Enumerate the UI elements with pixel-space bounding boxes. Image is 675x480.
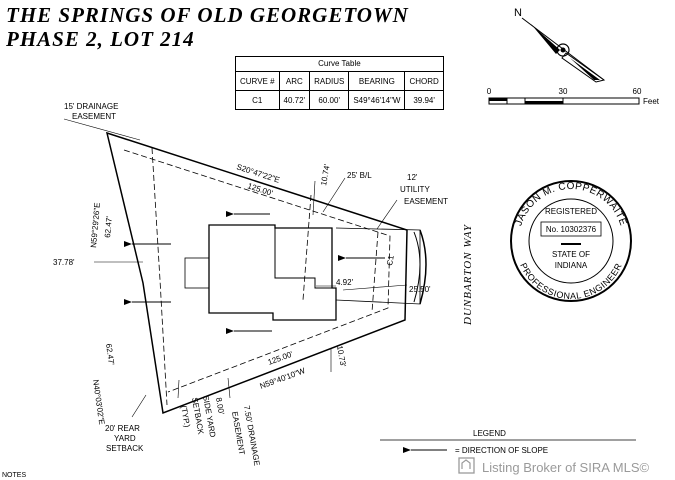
legend-title: LEGEND [473, 429, 506, 438]
plat-title-line2: PHASE 2, LOT 214 [6, 27, 195, 51]
building-line [302, 194, 312, 301]
engineer-seal: JASON M. COPPERWAITE PROFESSIONAL ENGINE… [510, 180, 632, 302]
curve-table-cell: 39.94' [404, 90, 444, 110]
drainage-easement-label: EASEMENT [72, 112, 116, 121]
north-arrow-icon: N [514, 7, 606, 83]
curve-table-cell: 60.00' [309, 90, 350, 110]
bearing-bottom-label: N59°40'10"W [259, 366, 307, 391]
bearing-left-bottom-label: N40°03'02"E [91, 379, 106, 425]
lot-boundary [105, 131, 408, 415]
bearing-left-top-label: N59°29'26"E [89, 202, 102, 248]
rear-setback-label: SETBACK [106, 444, 144, 453]
seal-number: No. 10302376 [546, 225, 597, 234]
curve-table-cell: C1 [235, 90, 280, 110]
curve-table-row: C1 40.72' 60.00' S49°46'14"W 39.94' [235, 90, 444, 110]
leader-line [322, 177, 346, 213]
curve-table-caption: Curve Table [235, 56, 444, 71]
leader-line [227, 377, 231, 399]
setback-top-label: 10.74' [319, 163, 332, 186]
leader-line [177, 379, 180, 399]
utility-easement-label: 12' [407, 173, 418, 182]
dimension-label: 4.92' [336, 278, 354, 287]
scale-bar: 0 30 60 Feet [487, 87, 660, 106]
setback-bottom-label: 10.73' [335, 345, 348, 368]
utility-easement-label: EASEMENT [404, 197, 448, 206]
dimension-line [312, 180, 316, 216]
curve-table: Curve Table CURVE # ARC RADIUS BEARING C… [235, 56, 444, 110]
seal-state-name: INDIANA [555, 261, 588, 270]
rear-drainage-easement-line [151, 147, 168, 406]
svg-text:JASON M. COPPERWAITE: JASON M. COPPERWAITE [513, 181, 628, 227]
scale-tick-label: 0 [487, 87, 492, 96]
listing-watermark: Listing Broker of SIRA MLS© [482, 460, 650, 475]
side-setback-label: (TYP.) [179, 405, 192, 429]
dimension-label: 37.78' [53, 258, 75, 267]
distance-left-bottom-label: 62.47' [104, 343, 116, 366]
rear-setback-label: YARD [114, 434, 136, 443]
curve-label: C1 [385, 254, 396, 266]
seal-name: JASON M. COPPERWAITE [513, 181, 628, 227]
legend-slope-label: = DIRECTION OF SLOPE [455, 446, 548, 455]
patio-outline [184, 257, 210, 289]
drainage-easement-label: 15' DRAINAGE [64, 102, 118, 111]
plat-title-line1: THE SPRINGS OF OLD GEORGETOWN [6, 3, 409, 27]
drainage-side-label: 7.50' DRAINAGE [242, 405, 261, 467]
legend: LEGEND = DIRECTION OF SLOPE [380, 429, 636, 455]
side-setback-line [123, 149, 391, 393]
leader-line [376, 199, 398, 230]
house-footprint [208, 224, 337, 321]
rear-setback-label: 20' REAR [105, 424, 140, 433]
utility-easement-line [371, 231, 379, 313]
curve-table-header-row: CURVE # ARC RADIUS BEARING CHORD [235, 71, 444, 91]
scale-unit-label: Feet [643, 97, 660, 106]
dimension-label: 25.50' [409, 285, 431, 294]
seal-registered: REGISTERED [545, 207, 597, 216]
watermark-home-icon [458, 457, 475, 474]
side-setback-label: 8.00' [214, 397, 226, 416]
street-name: DUNBARTON WAY [462, 223, 474, 326]
seal-state: STATE OF [552, 250, 590, 259]
distance-top-label: 125.00' [246, 181, 274, 198]
notes-label: NOTES [2, 472, 27, 479]
curve-table-cell: S49°46'14"W [348, 90, 406, 110]
curb-curve [419, 229, 427, 305]
distance-left-top-label: 62.47' [103, 215, 114, 238]
leader-line [131, 394, 147, 418]
sidewalk-curve [413, 231, 421, 303]
utility-easement-label: UTILITY [400, 185, 430, 194]
leader-line [342, 284, 408, 291]
scale-tick-label: 30 [559, 87, 568, 96]
leader-line [63, 118, 141, 141]
scale-tick-label: 60 [633, 87, 642, 96]
north-label: N [514, 7, 522, 19]
garage-outline [274, 228, 332, 289]
building-line-label: 25' B/L [347, 171, 372, 180]
